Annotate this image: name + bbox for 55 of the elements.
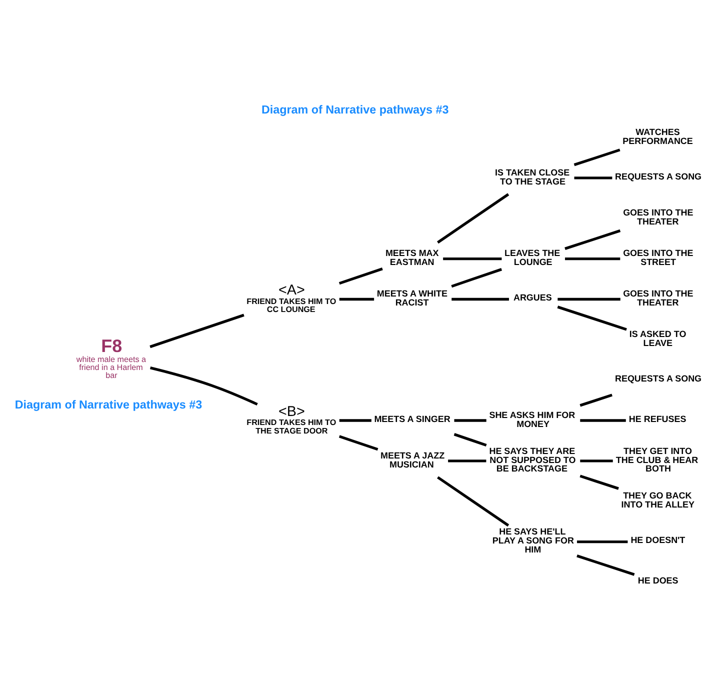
connector: [452, 298, 509, 301]
connector: [436, 193, 510, 244]
node-text: F8 white male meets a friend in a Harlem bar: [76, 336, 146, 380]
node-text: ARGUES: [513, 292, 552, 303]
connector: [580, 419, 626, 422]
caption: Diagram of Narrative pathways #3: [14, 398, 202, 412]
connector: [451, 268, 502, 288]
node-text: HE DOES: [638, 576, 678, 586]
connector: [576, 554, 635, 576]
node-text: HE SAYS HE'LL PLAY A SONG FOR HIM: [492, 526, 574, 555]
diagram-title: Diagram of Narrative pathways #3: [261, 104, 449, 117]
node-text: MEETS A WHITE RACIST: [376, 288, 448, 308]
node-text: MEETS A JAZZ MUSICIAN: [380, 450, 445, 470]
connector: [338, 435, 378, 451]
connector: [443, 257, 502, 260]
node-text: SHE ASKS HIM FOR MONEY: [489, 410, 576, 429]
connector: [150, 366, 258, 406]
node-text: HE REFUSES: [628, 414, 686, 424]
connector: [580, 460, 613, 462]
connector: [574, 176, 612, 180]
node-text: WATCHES PERFORMANCE: [622, 126, 693, 146]
connector: [574, 148, 620, 166]
node-text: HE DOESN'T: [630, 535, 686, 546]
node-text: REQUESTS A SONG: [614, 373, 702, 384]
node-label: FRIEND TAKES HIM TO CC LOUNGE: [246, 296, 336, 314]
connector: [558, 298, 620, 301]
node-text: THEY GO BACK INTO THE ALLEY: [621, 490, 695, 510]
connector: [454, 433, 487, 447]
connector: [338, 268, 383, 285]
node-text: GOES INTO THE STREET: [623, 248, 694, 268]
node-text: <A>: [278, 282, 305, 299]
node-label: FRIEND TAKES HIM TO THE STAGE DOOR: [246, 418, 336, 436]
connector: [580, 394, 612, 407]
connector: [339, 419, 372, 422]
node-text: IS TAKEN CLOSE TO THE STAGE: [495, 167, 570, 186]
node-text: MEETS A SINGER: [374, 414, 450, 424]
connector: [339, 298, 374, 301]
connector: [577, 540, 628, 544]
node-text: THEY GET INTO THE CLUB & HEAR BOTH: [616, 446, 698, 474]
connector: [564, 229, 621, 250]
node-text: GOES INTO THE THEATER: [623, 208, 694, 227]
node-text: LEAVES THE LOUNGE: [504, 248, 560, 268]
node-text: IS ASKED TO LEAVE: [629, 328, 686, 348]
node-text: REQUESTS A SONG: [614, 171, 702, 182]
node-text: HE SAYS THEY ARE NOT SUPPOSED TO BE BACKSTAGE: [489, 446, 576, 474]
connector: [436, 476, 510, 527]
node-text: <B>: [278, 404, 305, 420]
connector: [564, 257, 620, 260]
connector: [150, 314, 244, 348]
node-text: GOES INTO THE THEATER: [623, 288, 694, 308]
connector: [454, 419, 486, 422]
connector: [448, 460, 486, 462]
connector: [557, 306, 627, 331]
node-text: MEETS MAX EASTMAN: [385, 248, 439, 268]
connector: [580, 474, 619, 490]
